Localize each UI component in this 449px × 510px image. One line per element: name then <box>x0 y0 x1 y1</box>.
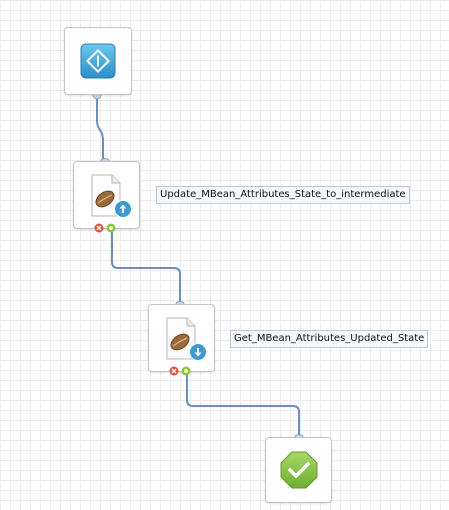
success-octagon-icon <box>280 451 318 489</box>
step-node-get-mbean[interactable] <box>148 304 215 372</box>
step1-error-port-icon[interactable] <box>94 223 104 233</box>
step1-success-port-icon[interactable] <box>106 223 116 233</box>
connector-start-to-step1[interactable] <box>96 95 104 162</box>
step2-error-port-icon[interactable] <box>169 366 179 376</box>
start-node[interactable] <box>64 27 132 95</box>
bean-script-icon <box>166 317 196 360</box>
step2-label: Get_MBean_Attributes_Updated_State <box>230 330 429 348</box>
bean-script-icon <box>91 174 121 217</box>
connector-step2-to-end[interactable] <box>186 373 300 437</box>
connector-step1-to-step2[interactable] <box>111 229 181 304</box>
step1-label: Update_MBean_Attributes_State_to_interme… <box>156 186 410 204</box>
step2-success-port-icon[interactable] <box>181 366 191 376</box>
arrow-down-icon <box>189 343 207 361</box>
arrow-up-icon <box>114 200 132 218</box>
start-diamond-icon <box>80 43 116 79</box>
end-node[interactable] <box>265 437 332 503</box>
step-node-update-mbean[interactable] <box>73 161 140 229</box>
